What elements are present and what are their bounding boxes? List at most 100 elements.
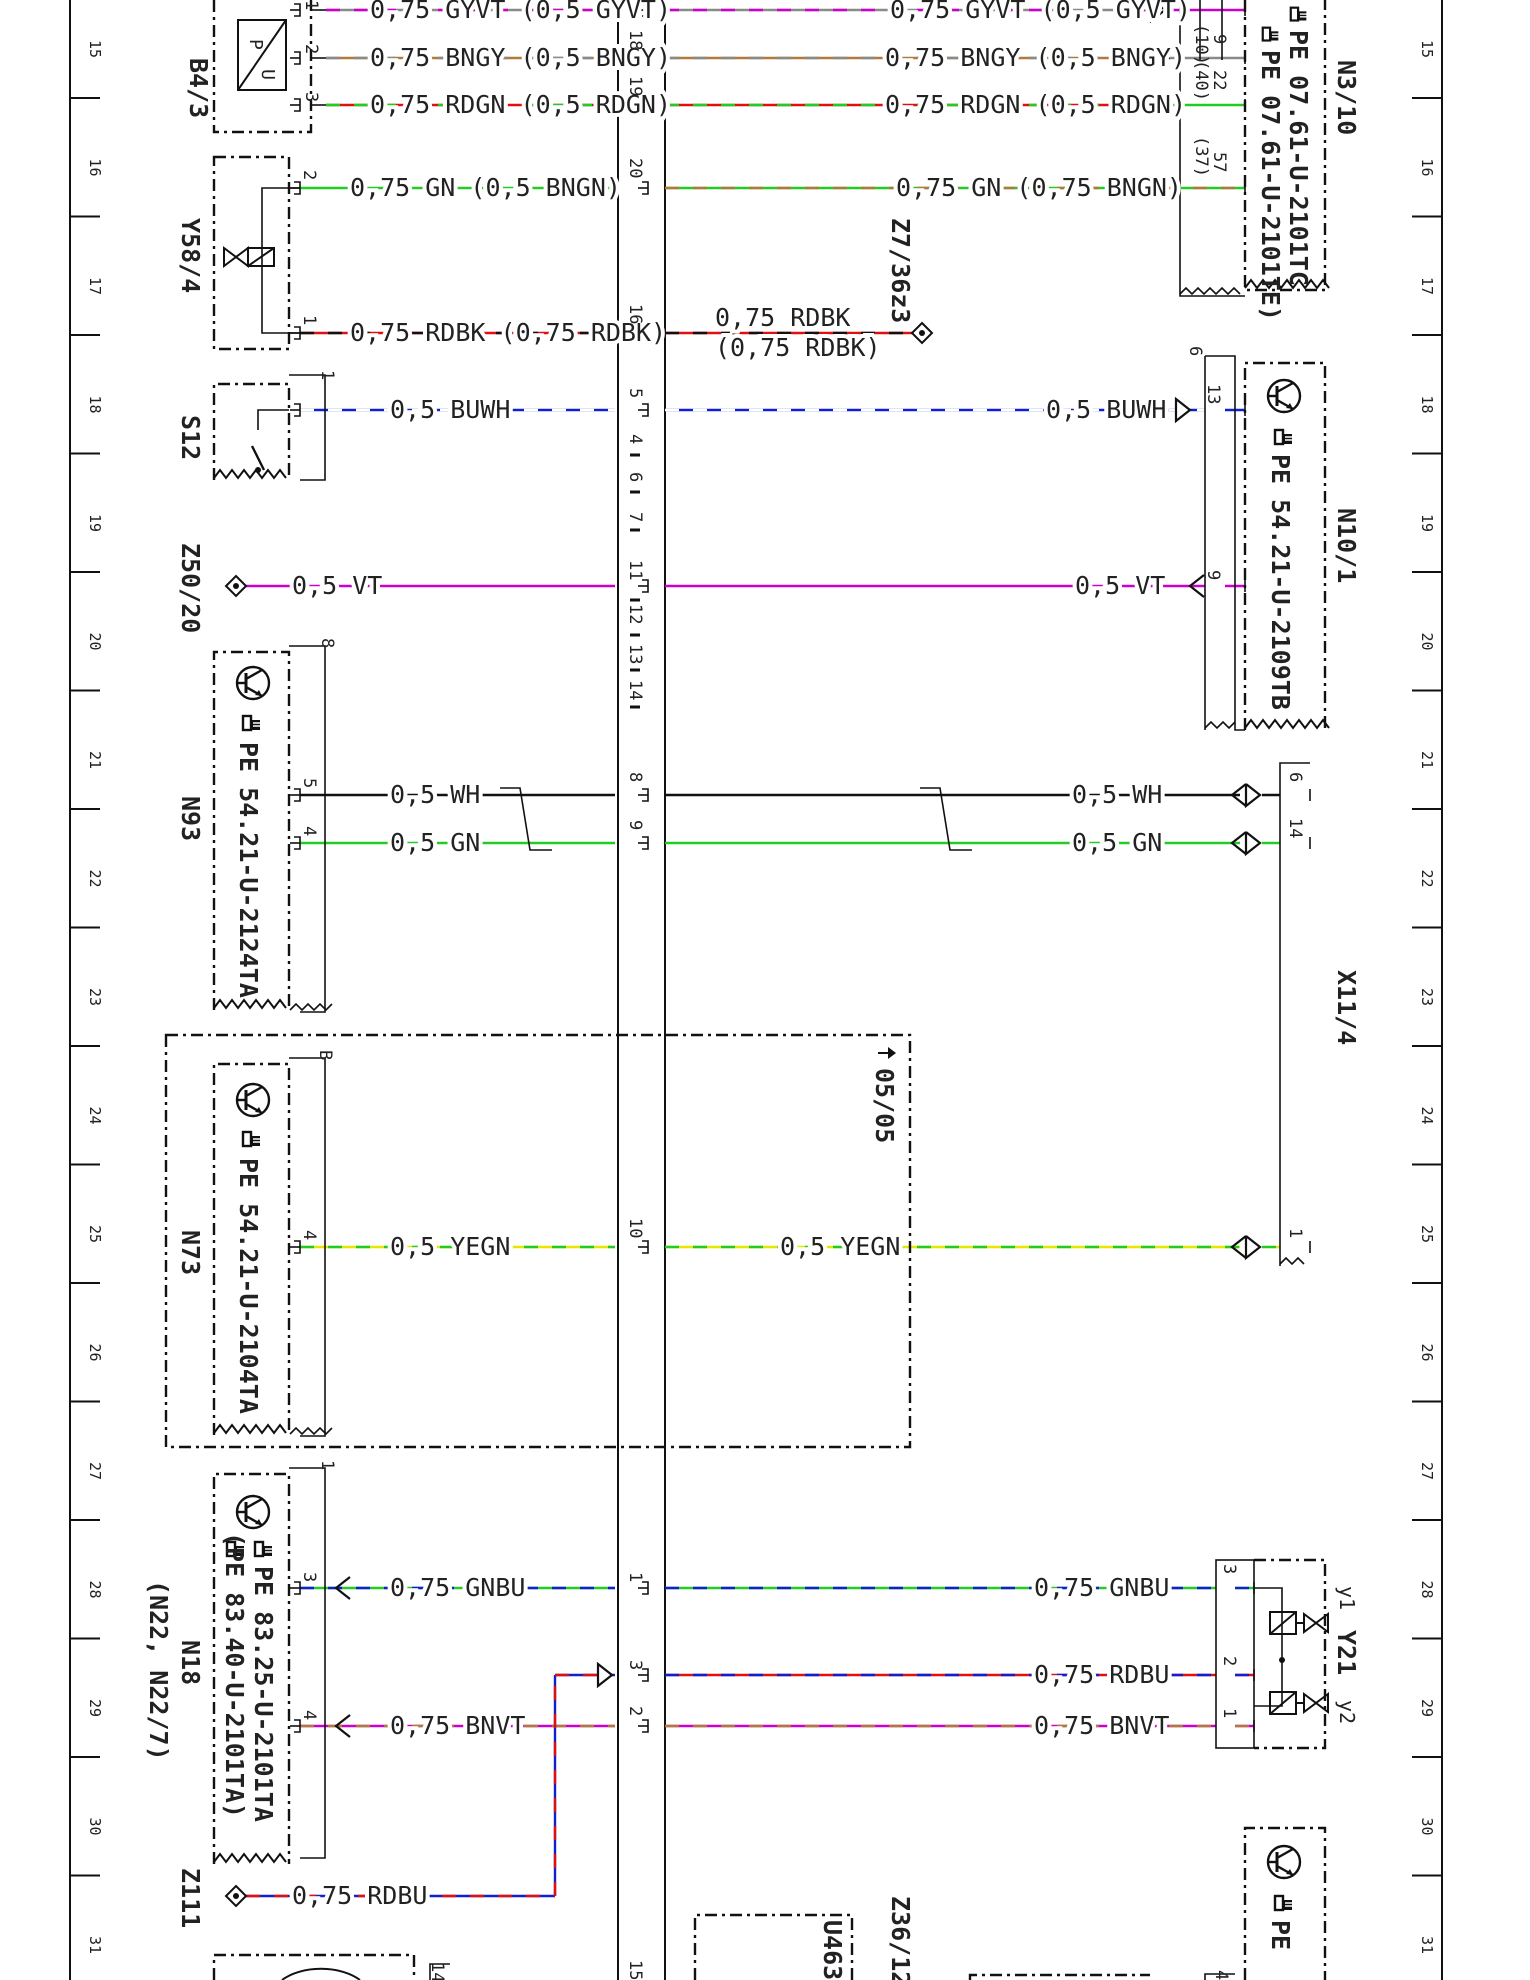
grid-number: 30 <box>86 1818 104 1836</box>
grid-number: 25 <box>1418 1225 1436 1243</box>
hand-pointer-icon <box>241 1130 264 1148</box>
pin-br-4: 4 <box>1211 1970 1231 1980</box>
twisted-pair-mark <box>920 787 972 851</box>
arrow-icon <box>888 1047 896 1059</box>
connector-arrow-icon <box>1230 783 1247 807</box>
label-y21-y2: y2 <box>1335 1700 1359 1724</box>
pin-c4: 4 <box>625 434 645 444</box>
wire-label-vt-r: 0,5 VT <box>1075 571 1165 600</box>
component-y21: Y21 y1 y2 <box>1215 1558 1361 1750</box>
label-y58-4: Y58/4 <box>176 218 205 293</box>
wire-label-gn21-r: 0,5 GN <box>1072 828 1162 857</box>
wire-label-gn16-l: 0,75 GN (0,5 BNGN) <box>350 173 621 202</box>
partial-component-bottom-right: PE 4 <box>1204 1826 1327 1980</box>
wire-label-rdbk-r2: (0,75 RDBK) <box>715 333 881 362</box>
wire-label-buwh-l: 0,5 BUWH <box>390 395 510 424</box>
pin-n101-9: 9 <box>1203 570 1223 580</box>
label-z50-20: Z50/20 <box>176 543 205 633</box>
pin-y21-1: 1 <box>1219 1708 1239 1718</box>
pin-x114-6: 6 <box>1285 772 1305 782</box>
component-n93: PE 54.21-U-2124TA N93 <box>176 645 333 1013</box>
transistor-icon <box>235 665 271 701</box>
connector-arrow-icon <box>334 1576 351 1600</box>
pin-s12-1: 1 <box>317 370 337 380</box>
switch-icon <box>250 445 266 471</box>
connector-arrow-icon <box>1230 831 1247 855</box>
wire-label-bnvt-l: 0,75 BNVT <box>390 1711 525 1740</box>
label-n73: N73 <box>176 1230 205 1275</box>
grid-number: 19 <box>86 514 104 532</box>
pin-b43-2: 2 <box>301 44 321 54</box>
connector-arrow-icon <box>1149 0 1167 24</box>
pin-x114-1: 1 <box>1285 1228 1305 1238</box>
pin-n310-9: 9 <box>1209 34 1229 44</box>
grid-number: 17 <box>1418 277 1436 295</box>
hand-pointer-icon <box>241 714 264 732</box>
grid-number: 25 <box>86 1225 104 1243</box>
component-u463: U463 Z36/12 <box>693 1896 1150 1980</box>
pin-n93-8: 8 <box>317 638 337 648</box>
grid-number: 20 <box>86 633 104 651</box>
wire-label-rdbk-l: 0,75 RDBK (0,75 RDBK) <box>350 318 666 347</box>
grid-number: 18 <box>1418 396 1436 414</box>
grid-number: 31 <box>86 1936 104 1954</box>
pin-c15: 15 <box>625 1960 645 1980</box>
connector-arrow-icon <box>1148 93 1165 117</box>
grid-number: 20 <box>1418 633 1436 651</box>
grid-number: 18 <box>86 396 104 414</box>
label-n3-10: N3/10 <box>1332 60 1361 135</box>
hand-pointer-icon <box>1289 6 1310 22</box>
component-y58-4: Y58/4 <box>176 155 300 351</box>
grid-number: 22 <box>86 870 104 888</box>
grid-number: 16 <box>86 159 104 177</box>
wire-label-rdbu-r: 0,75 RDBU <box>1034 1660 1169 1689</box>
grid-number: 21 <box>1418 751 1436 769</box>
connector-arrow-icon <box>334 1714 351 1738</box>
grid-number: 29 <box>86 1699 104 1717</box>
pin-y21-3: 3 <box>1219 1564 1239 1574</box>
grid-number: 28 <box>1418 1581 1436 1599</box>
n18-pe-ref-a: PE 83.25-U-2101TA <box>249 1566 278 1822</box>
pin-br-14: 14 <box>427 1962 447 1980</box>
grid-number: 31 <box>1418 1936 1436 1954</box>
n10-1-pe-ref: PE 54.21-U-2109TB <box>1266 454 1295 710</box>
connector-arrow-icon <box>1148 176 1165 200</box>
wire-label-gyvt-r: 0,75 GYVT (0,5 GYVT) <box>890 0 1191 24</box>
pin-c2: 2 <box>625 1706 645 1716</box>
n18-pe-ref-b: (PE 83.40-U-2101TA) <box>220 1532 249 1818</box>
ref-05-05: 05/05 <box>870 1068 899 1143</box>
pin-n93-4: 4 <box>299 826 319 836</box>
pin-c3: 3 <box>625 1660 645 1670</box>
pressure-sensor-icon <box>1266 1844 1302 1880</box>
connector-arrow-icon <box>1188 574 1205 598</box>
grid-number: 22 <box>1418 870 1436 888</box>
hand-pointer-icon <box>1273 428 1296 446</box>
grid-number: 15 <box>86 40 104 58</box>
wire-label-vt-l: 0,5 VT <box>292 571 382 600</box>
connector-arrow-icon <box>1244 831 1262 857</box>
connector-arrow-icon <box>1174 396 1192 424</box>
label-z36-12: Z36/12 <box>886 1896 915 1980</box>
wire-label-wh-r: 0,5 WH <box>1072 780 1162 809</box>
pin-c11: 11 <box>625 560 645 580</box>
label-n18: N18 <box>176 1640 205 1685</box>
label-n10-1: N10/1 <box>1332 508 1361 583</box>
pressure-sensor-icon <box>1266 378 1302 414</box>
pin-n101-13: 13 <box>1203 384 1223 404</box>
label-s12: S12 <box>176 415 205 460</box>
pin-c10: 10 <box>625 1218 645 1238</box>
label-n22: (N22, N22/7) <box>144 1580 173 1761</box>
connector-arrow-icon <box>596 1661 614 1689</box>
grid-number: 24 <box>86 1107 104 1125</box>
grid-number: 23 <box>86 988 104 1006</box>
pin-y21-2: 2 <box>1219 1656 1239 1666</box>
pin-n18-3: 3 <box>299 1572 319 1582</box>
grid-number: 21 <box>86 751 104 769</box>
bottom-right-pe-ref: PE <box>1266 1920 1295 1950</box>
label-z7-36z3: Z7/36z3 <box>886 218 915 323</box>
component-z7-36z3: Z7/36z3 <box>886 218 934 345</box>
component-n10-1: PE 54.21-U-2109TB N10/1 6 <box>1185 346 1361 731</box>
wire-label-bngy-r: 0,75 BNGY (0,5 BNGY) <box>885 43 1186 72</box>
